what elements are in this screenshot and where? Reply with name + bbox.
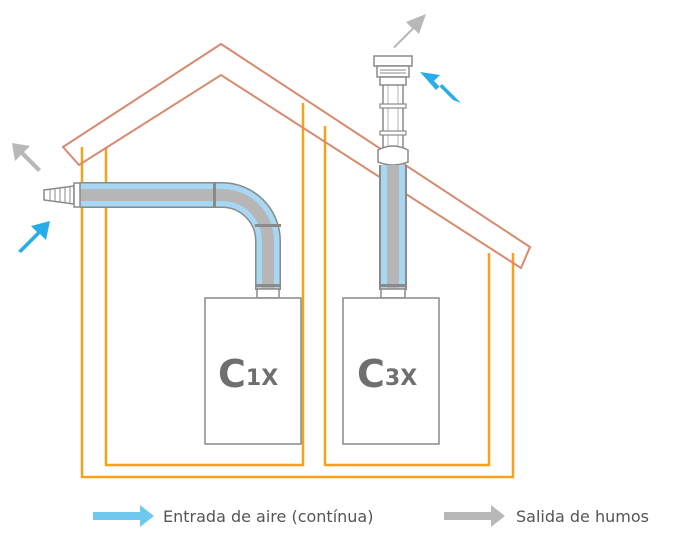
outer-wall bbox=[80, 147, 515, 479]
legend-air-intake: Entrada de aire (contínua) bbox=[93, 505, 373, 527]
boiler-c1x-body bbox=[204, 297, 302, 445]
boiler-c3x: C3X bbox=[342, 297, 440, 445]
legend: Entrada de aire (contínua) Salida de hum… bbox=[93, 505, 649, 527]
legend-exhaust-arrow-icon bbox=[444, 505, 505, 527]
c3x-terminal bbox=[373, 55, 413, 86]
c1x-terminal bbox=[43, 182, 81, 208]
legend-air-label: Entrada de aire (contínua) bbox=[163, 507, 373, 526]
c3x-flue-pipe bbox=[373, 55, 413, 299]
c1x-flue-pipe bbox=[43, 182, 281, 299]
boiler-c3x-body bbox=[342, 297, 440, 445]
house-walls bbox=[80, 103, 515, 479]
inner-wall-left-room bbox=[104, 103, 305, 467]
air-arrow-c3x bbox=[420, 72, 461, 103]
legend-exhaust-label: Salida de humos bbox=[516, 507, 649, 526]
boiler-c1x: C1X bbox=[204, 297, 302, 445]
boiler-c3x-label: C3X bbox=[357, 352, 417, 396]
boiler-c1x-label: C1X bbox=[218, 352, 278, 396]
roof-outline bbox=[61, 42, 532, 270]
roof bbox=[61, 42, 532, 270]
legend-exhaust: Salida de humos bbox=[444, 505, 649, 527]
exhaust-arrow-c3x bbox=[393, 14, 426, 48]
legend-air-arrow-icon bbox=[93, 505, 154, 527]
inner-wall-right-room bbox=[323, 126, 491, 467]
exhaust-arrow-c1x bbox=[12, 143, 41, 172]
air-arrow-c1x bbox=[18, 221, 50, 253]
